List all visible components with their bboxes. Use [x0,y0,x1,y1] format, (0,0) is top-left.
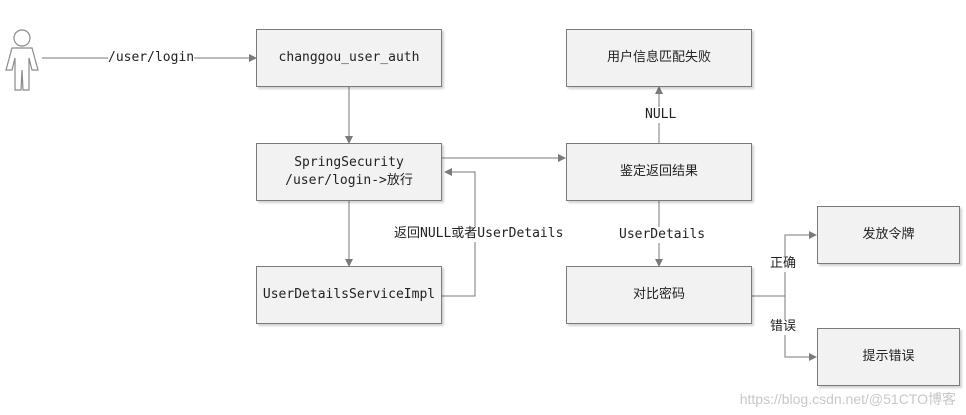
node-compare-password-text: 对比密码 [632,287,685,302]
node-judge-result-text: 鉴定返回结果 [619,164,698,179]
edge-label-wrong: 错误 [770,319,797,335]
edge-label-correct: 正确 [770,256,797,272]
node-match-failed: 用户信息匹配失败 [566,29,752,87]
node-show-error: 提示错误 [817,328,960,386]
node-user-details-service: UserDetailsServiceImpl [256,266,442,324]
node-spring-security: SpringSecurity /user/login->放行 [256,143,442,201]
edge-label-return-null-or-details: 返回NULL或者UserDetails [394,226,564,242]
node-changgou-user-auth: changgou_user_auth [256,29,442,87]
edge-label-user-details: UserDetails [619,227,706,243]
node-changgou-user-auth-text: changgou_user_auth [278,50,420,65]
node-spring-security-line2: /user/login->放行 [285,173,413,188]
node-show-error-text: 提示错误 [862,349,915,364]
edge-branch-wrong [784,296,817,361]
node-issue-token: 发放令牌 [817,206,960,264]
watermark: https://blog.csdn.net/@51CTO博客 [739,391,956,407]
node-judge-result: 鉴定返回结果 [566,143,752,201]
node-match-failed-text: 用户信息匹配失败 [606,50,711,65]
edge-branch-correct [784,231,817,296]
node-compare-password: 对比密码 [566,266,752,324]
node-user-details-service-text: UserDetailsServiceImpl [262,287,436,302]
node-issue-token-text: 发放令牌 [862,227,915,242]
edge-label-login-path: /user/login [108,50,195,66]
user-actor-icon [5,29,39,91]
edge-label-null: NULL [645,107,677,123]
node-spring-security-line1: SpringSecurity [294,155,404,170]
